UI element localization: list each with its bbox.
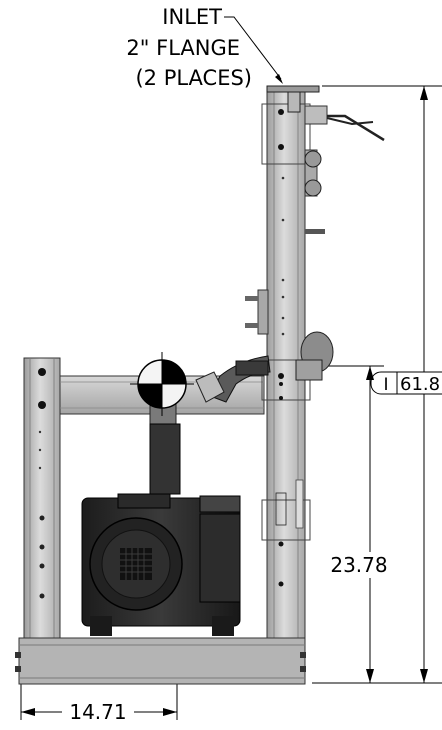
callout-leader	[224, 16, 282, 80]
outlet-piping	[195, 331, 334, 403]
post-fittings	[245, 149, 325, 335]
overall-height-dimension: I 61.8	[322, 85, 442, 683]
callout-line-3: (2 PLACES)	[135, 66, 252, 90]
base	[15, 637, 306, 685]
callout-arrowhead	[275, 74, 283, 84]
motor	[81, 423, 241, 636]
valve-lever	[304, 105, 385, 142]
inlet-callout: INLET 2" FLANGE (2 PLACES)	[126, 5, 283, 90]
base-width-value: 14.71	[69, 700, 126, 724]
dimension-box	[370, 371, 442, 395]
callout-line-1: INLET	[162, 5, 222, 29]
left-frame	[23, 357, 61, 641]
dimension-symbol: I	[383, 375, 388, 395]
inlet-flange	[266, 85, 320, 113]
overall-height-value: 61.8	[400, 374, 440, 395]
outlet-height-value: 23.78	[330, 553, 387, 577]
pump-head	[130, 352, 194, 429]
callout-line-2: 2" FLANGE	[126, 36, 240, 60]
outlet-height-dimension: 23.78	[312, 365, 442, 684]
